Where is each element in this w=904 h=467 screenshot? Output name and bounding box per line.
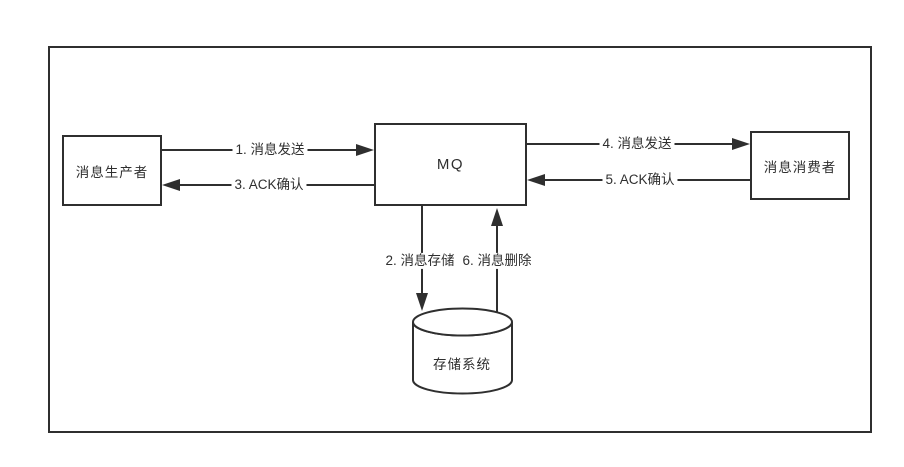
- edge-label-2-message-store: 2. 消息存储: [382, 252, 458, 270]
- node-consumer: 消息消费者: [750, 131, 850, 200]
- edge-label-1-message-send: 1. 消息发送: [232, 141, 308, 159]
- node-producer: 消息生产者: [62, 135, 162, 206]
- node-producer-label: 消息生产者: [75, 164, 149, 180]
- edge-label-5-ack: 5. ACK确认: [602, 171, 678, 189]
- edge-label-4-message-send: 4. 消息发送: [599, 135, 675, 153]
- arrow-2-message-store: [416, 206, 428, 311]
- edge-label-3-ack: 3. ACK确认: [231, 176, 307, 194]
- node-consumer-label: 消息消费者: [763, 159, 837, 175]
- node-mq: MQ: [374, 123, 527, 206]
- node-storage-label: 存储系统: [433, 357, 491, 372]
- storage-cylinder: [412, 307, 513, 395]
- edge-label-6-message-delete: 6. 消息删除: [459, 252, 535, 270]
- node-mq-label: MQ: [436, 156, 465, 173]
